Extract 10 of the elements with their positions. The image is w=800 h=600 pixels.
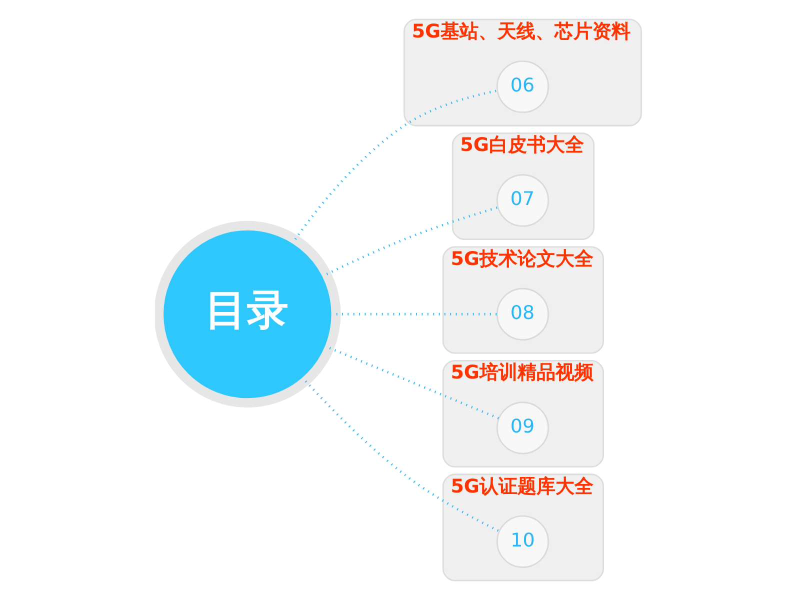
node-circle: 10 — [496, 515, 550, 568]
node-circle: 06 — [496, 60, 550, 114]
connector — [304, 380, 500, 532]
connector — [329, 346, 500, 420]
connector — [326, 206, 498, 276]
node-circle: 08 — [496, 288, 550, 341]
node-circle: 目录 — [155, 220, 341, 408]
connector — [294, 90, 498, 240]
node-circle: 07 — [496, 174, 550, 227]
node-circle: 09 — [496, 402, 550, 454]
